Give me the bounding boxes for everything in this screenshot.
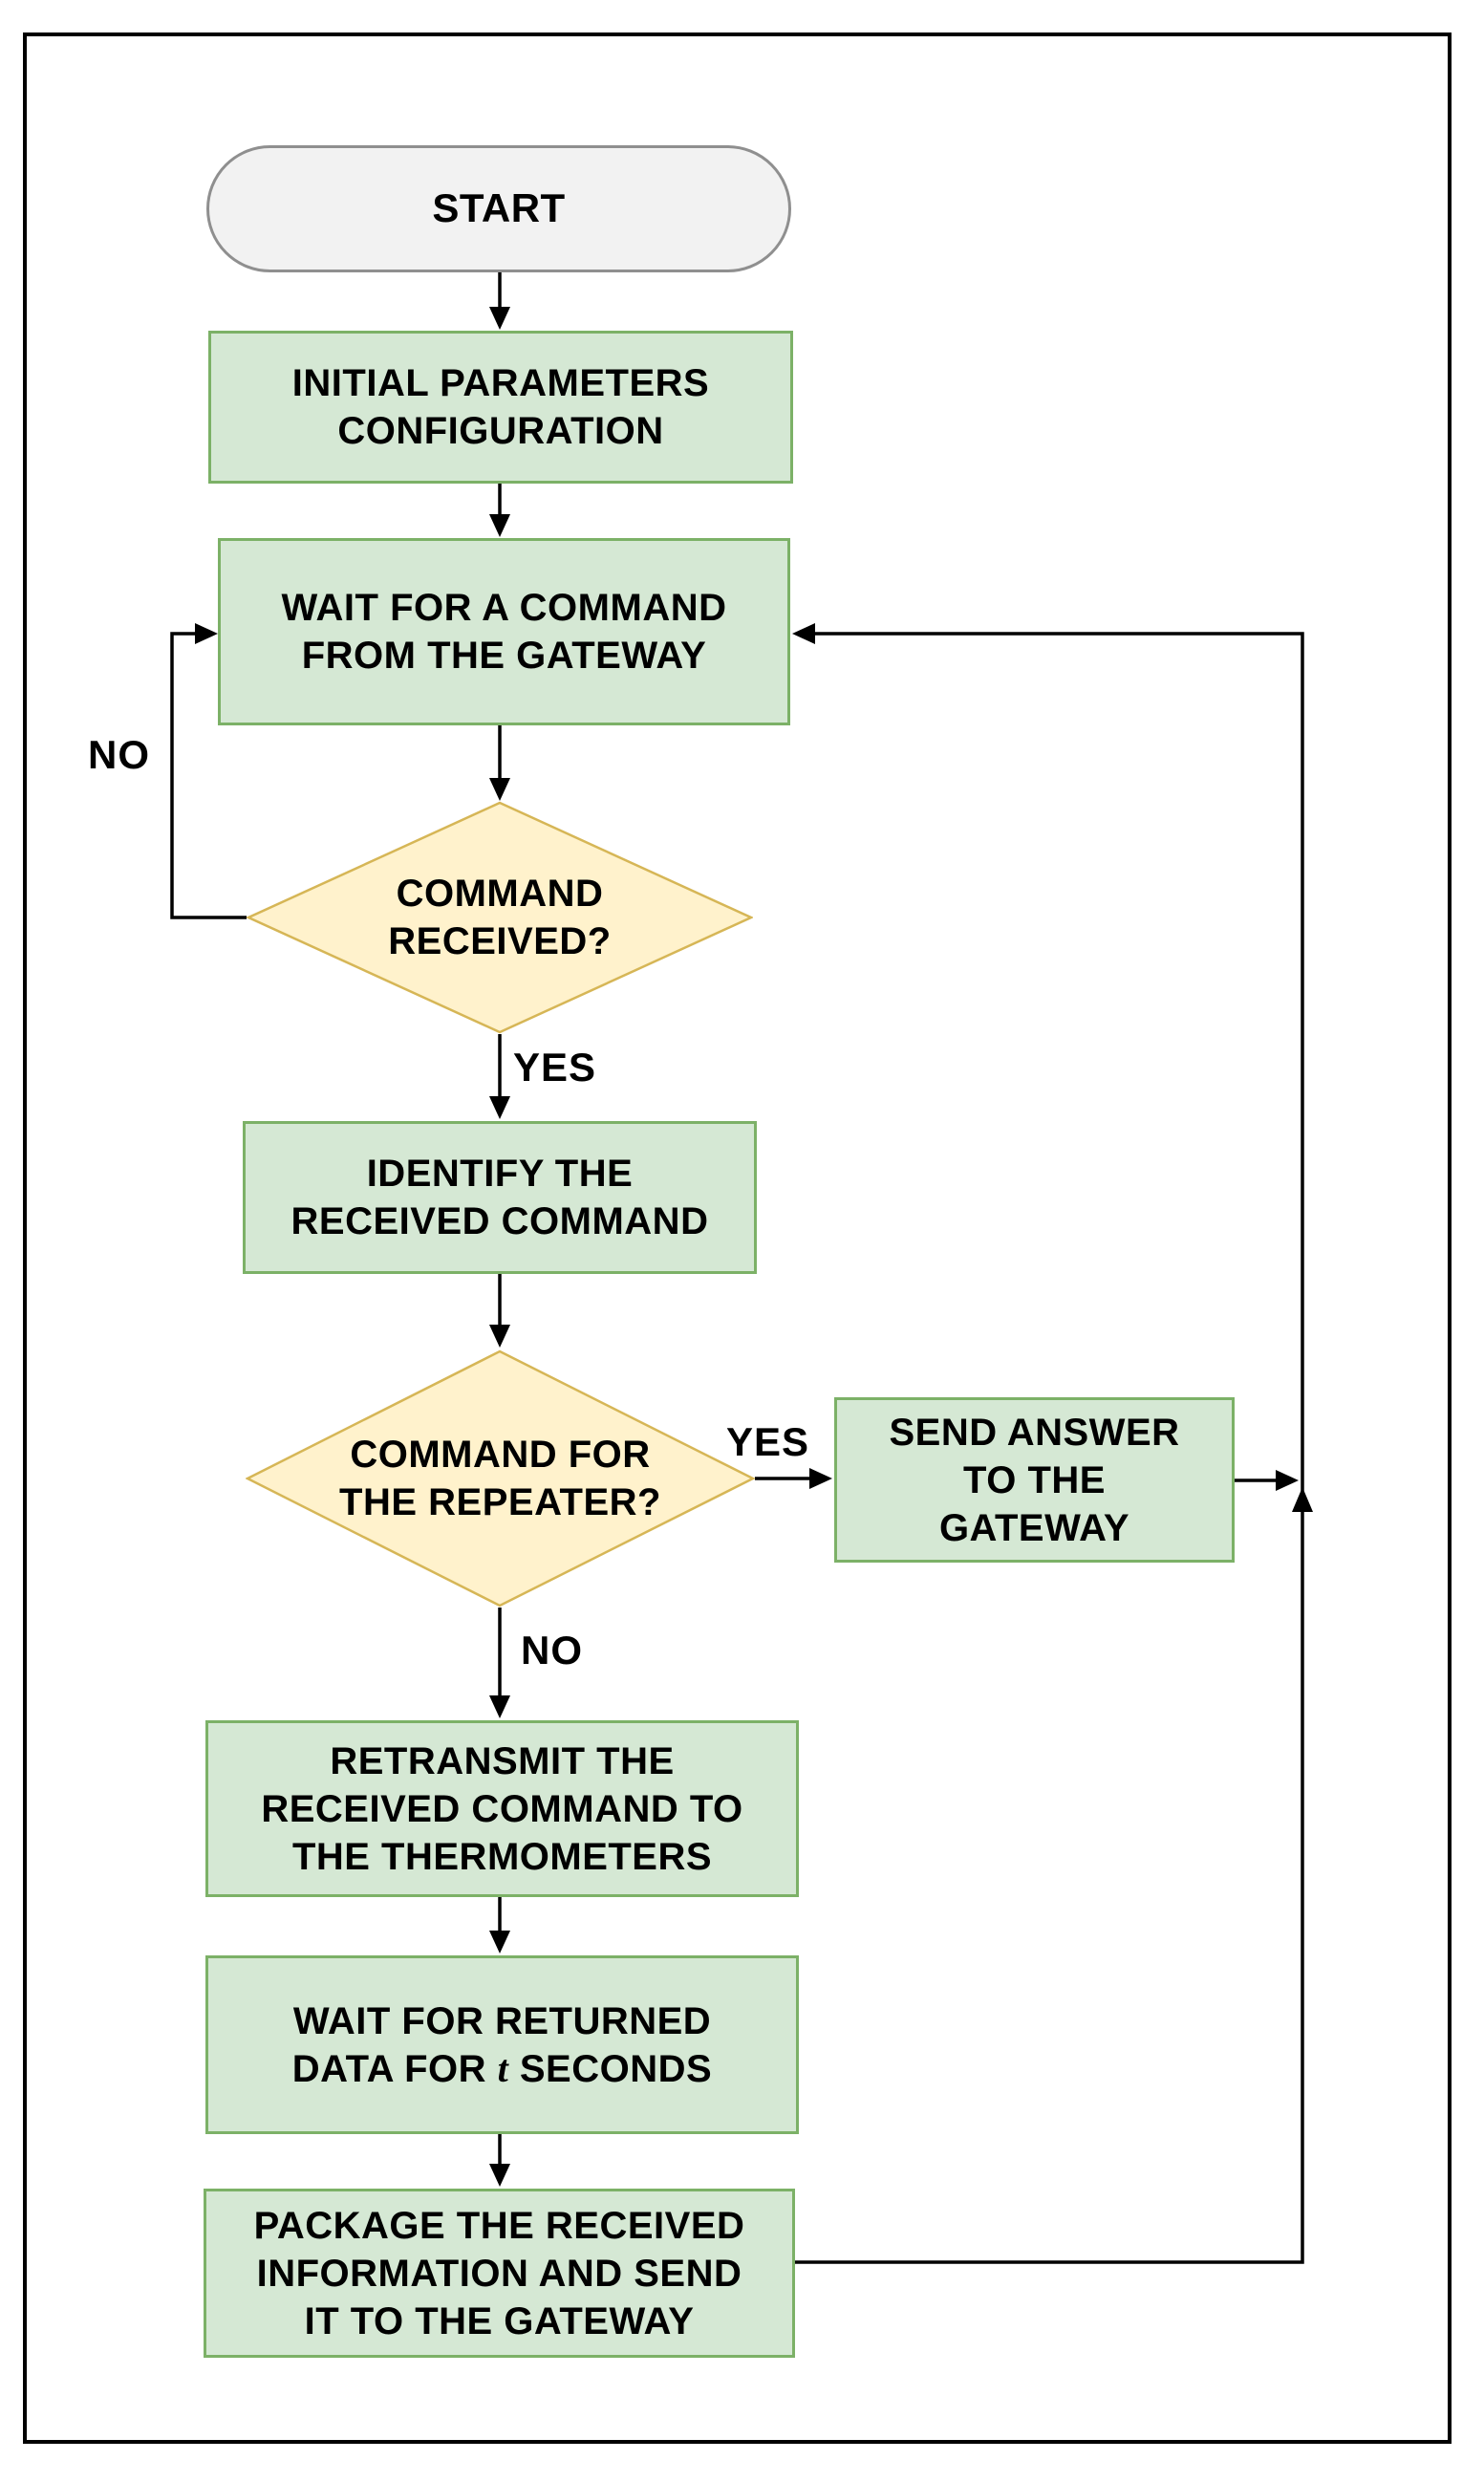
node-wait-command: WAIT FOR A COMMAND FROM THE GATEWAY	[218, 538, 790, 725]
node-command-for-repeater-label: COMMAND FOR THE REPEATER?	[339, 1434, 661, 1523]
node-wait-command-label: WAIT FOR A COMMAND FROM THE GATEWAY	[281, 587, 727, 677]
edge-init-wait	[489, 484, 510, 537]
diagram-border	[23, 32, 1452, 2444]
node-package-send-label: PACKAGE THE RECEIVED INFORMATION AND SEN…	[253, 2204, 745, 2342]
node-command-received: COMMAND RECEIVED?	[247, 801, 753, 1034]
node-wait-data: WAIT FOR RETURNED DATA FOR t SECONDS	[205, 1955, 799, 2134]
diamond-command-received	[247, 801, 753, 1034]
edge-package-loopback	[792, 623, 1313, 2264]
node-retransmit-label: RETRANSMIT THE RECEIVED COMMAND TO THE T…	[261, 1739, 743, 1878]
edge-repeater-retransmit-no	[489, 1608, 510, 1718]
node-send-answer-label: SEND ANSWER TO THE GATEWAY	[889, 1411, 1180, 1549]
node-initial-parameters: INITIAL PARAMETERS CONFIGURATION	[208, 331, 793, 484]
edge-received-identify-yes	[489, 1034, 510, 1119]
edge-wait-received	[489, 725, 510, 801]
node-wait-data-variable: t	[497, 2046, 509, 2090]
edge-label-yes-received: YES	[513, 1045, 597, 1090]
edge-repeater-send-yes	[755, 1468, 832, 1489]
edge-identify-repeater	[489, 1274, 510, 1348]
node-wait-data-prefix: WAIT FOR RETURNED DATA FOR	[291, 1999, 712, 2090]
edge-send-loopline	[1235, 1470, 1299, 1491]
node-start: START	[206, 145, 791, 272]
diamond-command-for-repeater	[246, 1349, 755, 1608]
node-send-answer: SEND ANSWER TO THE GATEWAY	[834, 1397, 1235, 1563]
node-initial-parameters-label: INITIAL PARAMETERS CONFIGURATION	[291, 362, 710, 452]
node-identify-command: IDENTIFY THE RECEIVED COMMAND	[243, 1121, 757, 1274]
edge-label-no-received: NO	[88, 732, 150, 777]
edge-retransmit-waitdata	[489, 1897, 510, 1953]
node-command-received-label: COMMAND RECEIVED?	[388, 873, 612, 962]
edge-label-no-repeater: NO	[521, 1628, 583, 1673]
node-start-label: START	[432, 185, 566, 231]
edge-start-init	[489, 272, 510, 330]
edge-received-wait-no	[170, 623, 247, 919]
edge-waitdata-package	[489, 2134, 510, 2187]
node-command-for-repeater: COMMAND FOR THE REPEATER?	[246, 1349, 755, 1608]
node-wait-data-label: WAIT FOR RETURNED DATA FOR t SECONDS	[292, 1997, 712, 2093]
node-identify-command-label: IDENTIFY THE RECEIVED COMMAND	[290, 1153, 709, 1242]
edge-label-yes-repeater: YES	[726, 1419, 810, 1464]
node-wait-data-suffix: SECONDS	[508, 2047, 713, 2090]
node-package-send: PACKAGE THE RECEIVED INFORMATION AND SEN…	[204, 2189, 795, 2358]
node-retransmit: RETRANSMIT THE RECEIVED COMMAND TO THE T…	[205, 1720, 799, 1897]
